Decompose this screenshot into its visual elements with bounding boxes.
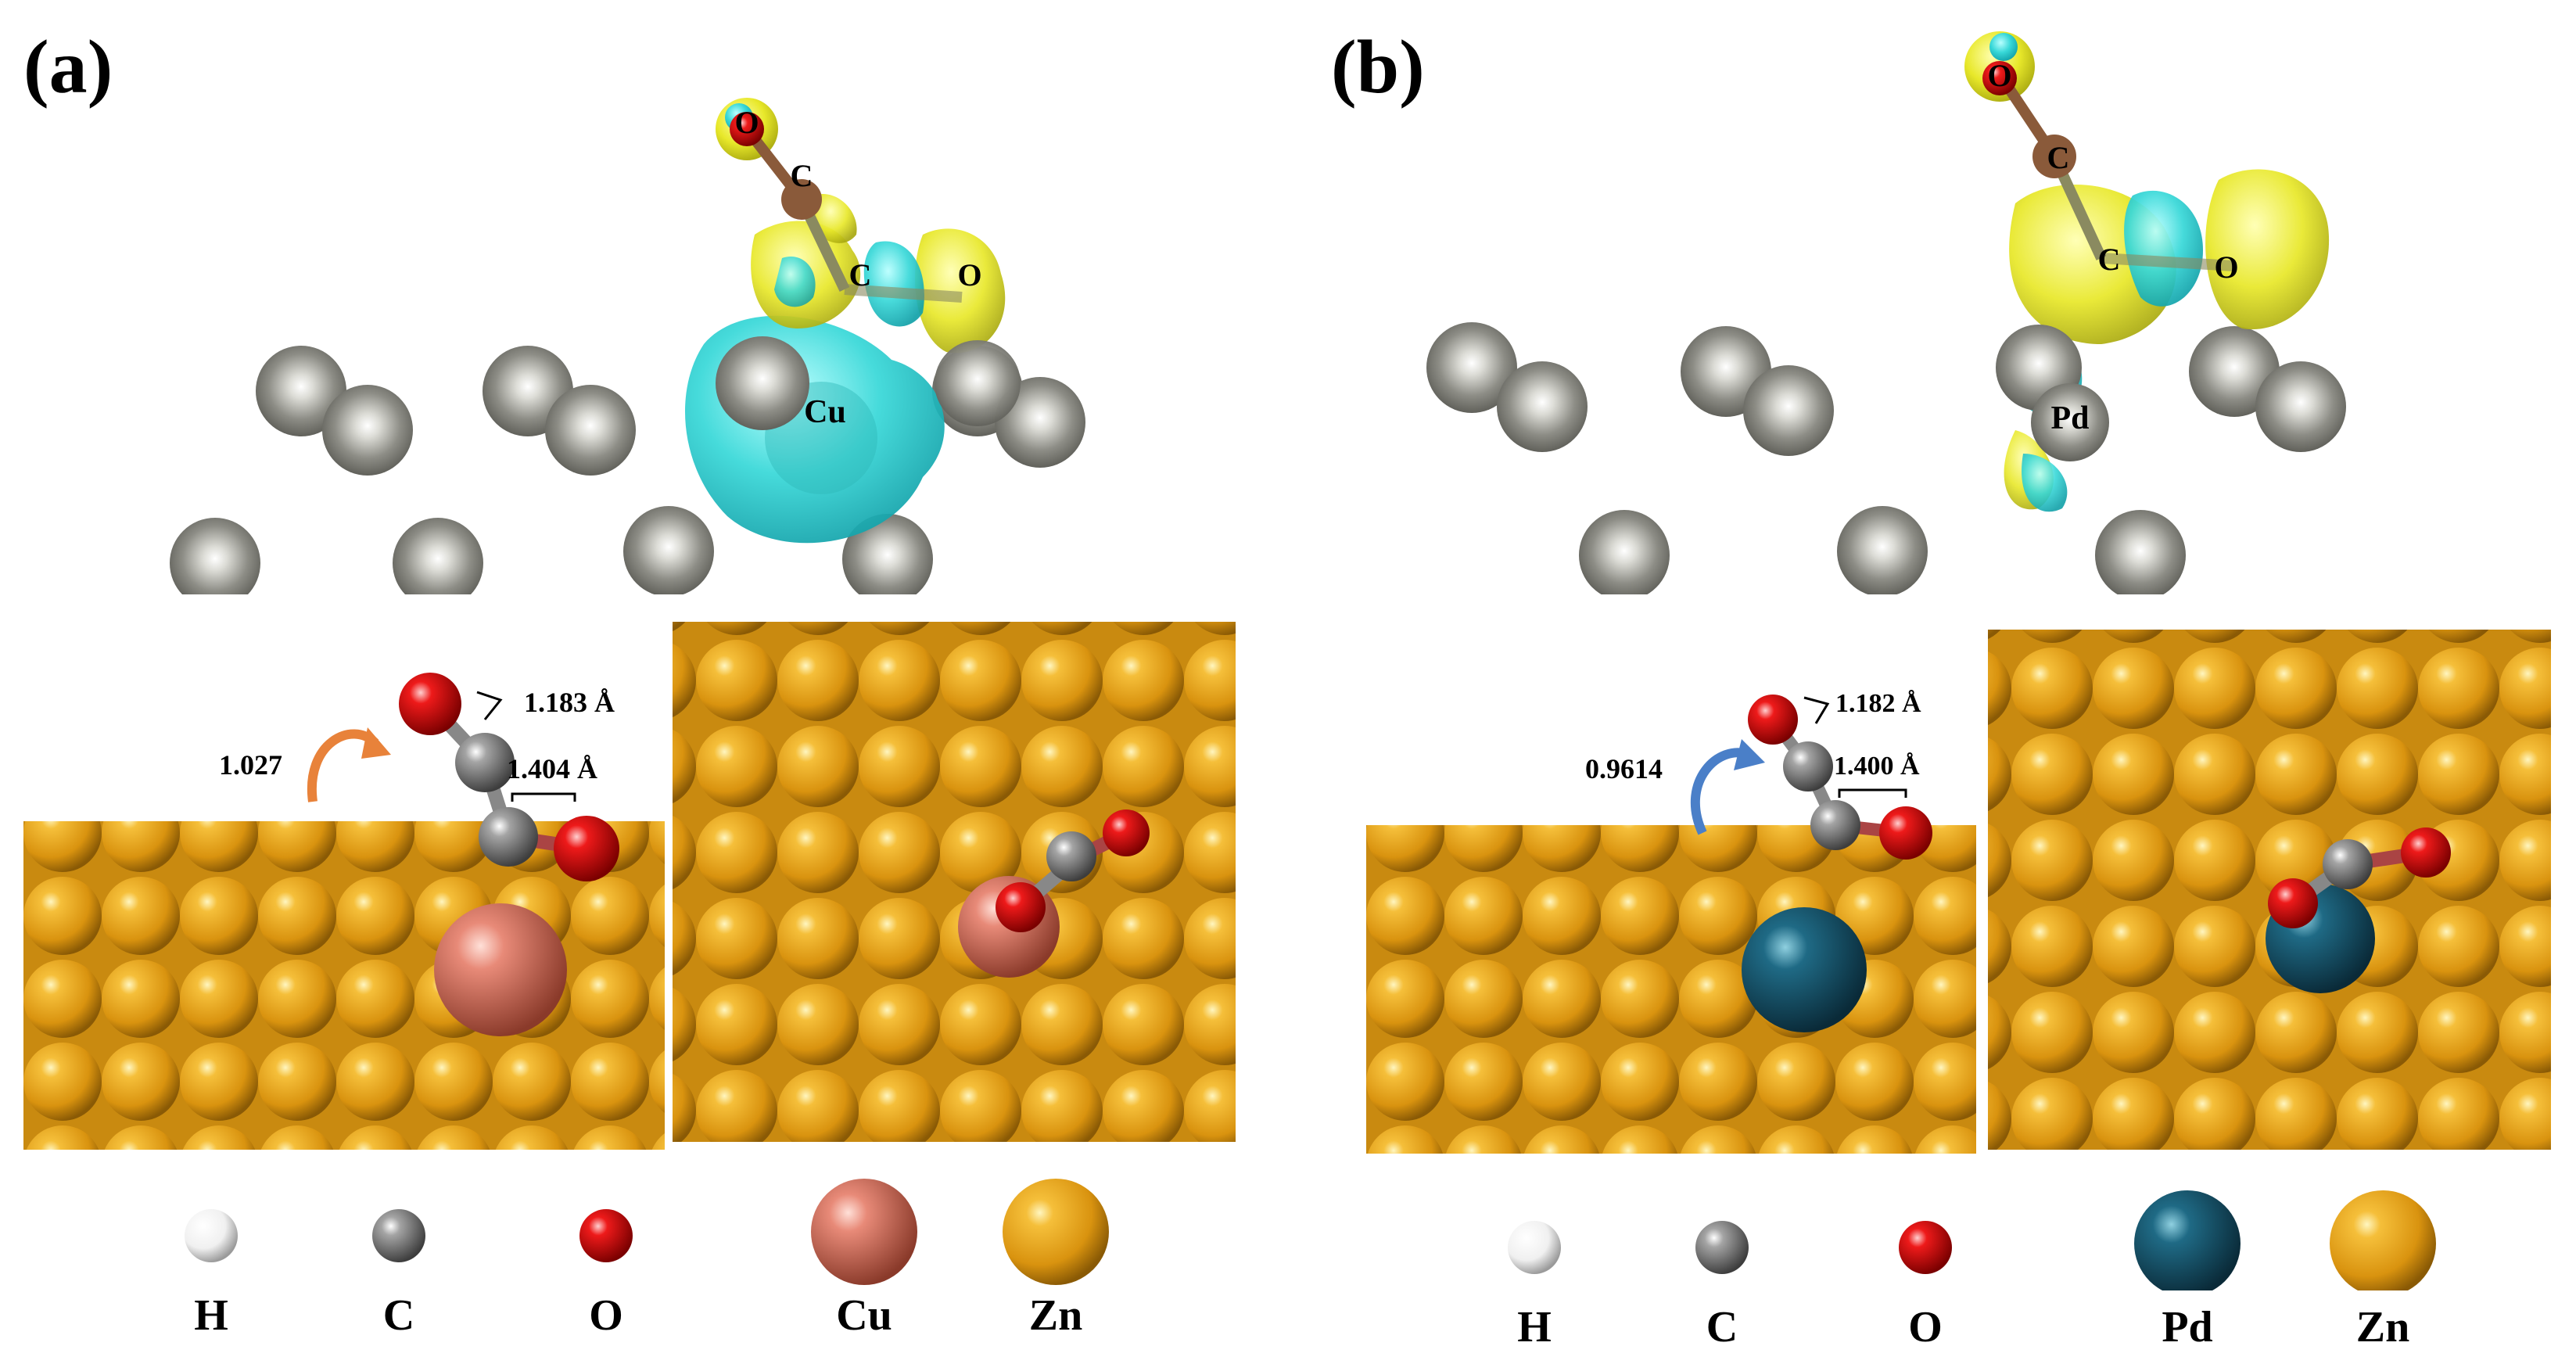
legend-swatch-o — [1899, 1221, 1952, 1274]
atom-label-dopant: Pd — [2050, 400, 2089, 436]
atom-label-c: C — [791, 158, 813, 193]
atom-label-c: C — [849, 257, 872, 293]
legend-label-o: O — [589, 1291, 623, 1340]
charge-transfer-value: 1.027 — [219, 749, 282, 781]
charge-density-view: O C C O Pd — [1426, 31, 2346, 594]
dopant-atom — [434, 903, 567, 1036]
atom-label-c: C — [2098, 242, 2121, 277]
panel-label: (a) — [23, 25, 113, 109]
side-view-slab: 1.183 Å 1.404 Å 1.027 — [23, 673, 665, 1150]
legend-label-zn: Zn — [1028, 1291, 1083, 1340]
legend-swatch-h — [185, 1209, 238, 1262]
legend-swatch-dopant — [811, 1179, 917, 1285]
panel-a: (a) — [23, 25, 1236, 1340]
panel-b: (b) O C C O P — [1288, 0, 2576, 1364]
legend-swatch-zn — [1003, 1179, 1109, 1285]
atom-label-dopant: Cu — [804, 394, 846, 430]
legend-label-zn: Zn — [2355, 1303, 2410, 1351]
charge-transfer-arrow — [1690, 748, 1752, 835]
panel-label: (b) — [1331, 25, 1425, 109]
legend-swatch-c — [372, 1209, 425, 1262]
legend-label-dopant: Cu — [836, 1291, 892, 1340]
legend-label-h: H — [194, 1291, 228, 1340]
top-view-slab — [1988, 630, 2551, 1150]
bond-length-middle: 1.404 Å — [507, 753, 597, 784]
legend-label-dopant: Pd — [2162, 1303, 2213, 1351]
bond-length-top: 1.183 Å — [524, 687, 615, 718]
atom-label-c: C — [2047, 140, 2070, 175]
atom-label-o: O — [734, 105, 759, 140]
legend-label-c: C — [1706, 1303, 1738, 1351]
legend-label-h: H — [1517, 1303, 1552, 1351]
legend-swatch-c — [1695, 1221, 1749, 1274]
legend-swatch-o — [579, 1209, 633, 1262]
legend — [185, 1179, 1109, 1285]
legend-label-o: O — [1908, 1303, 1943, 1351]
dopant-atom — [2031, 383, 2109, 461]
bond-length-top: 1.182 Å — [1835, 689, 1921, 718]
side-view-slab: 1.182 Å 1.400 Å 0.9614 — [1366, 689, 1976, 1154]
legend-swatch-zn — [2330, 1190, 2436, 1290]
bond-length-middle: 1.400 Å — [1834, 752, 1920, 781]
charge-transfer-value: 0.9614 — [1585, 753, 1663, 784]
legend-swatch-dopant — [2134, 1190, 2241, 1290]
atom-label-o: O — [957, 257, 981, 293]
top-view-slab — [673, 622, 1236, 1142]
dopant-atom — [1742, 907, 1867, 1032]
atom-label-o: O — [2214, 249, 2238, 285]
charge-density-view: O C C O Cu — [170, 98, 1085, 594]
legend — [1508, 1190, 2436, 1290]
surface-atoms — [1426, 322, 2346, 594]
legend-label-c: C — [382, 1291, 415, 1340]
legend-swatch-h — [1508, 1221, 1561, 1274]
atom-label-o: O — [1987, 58, 2011, 93]
